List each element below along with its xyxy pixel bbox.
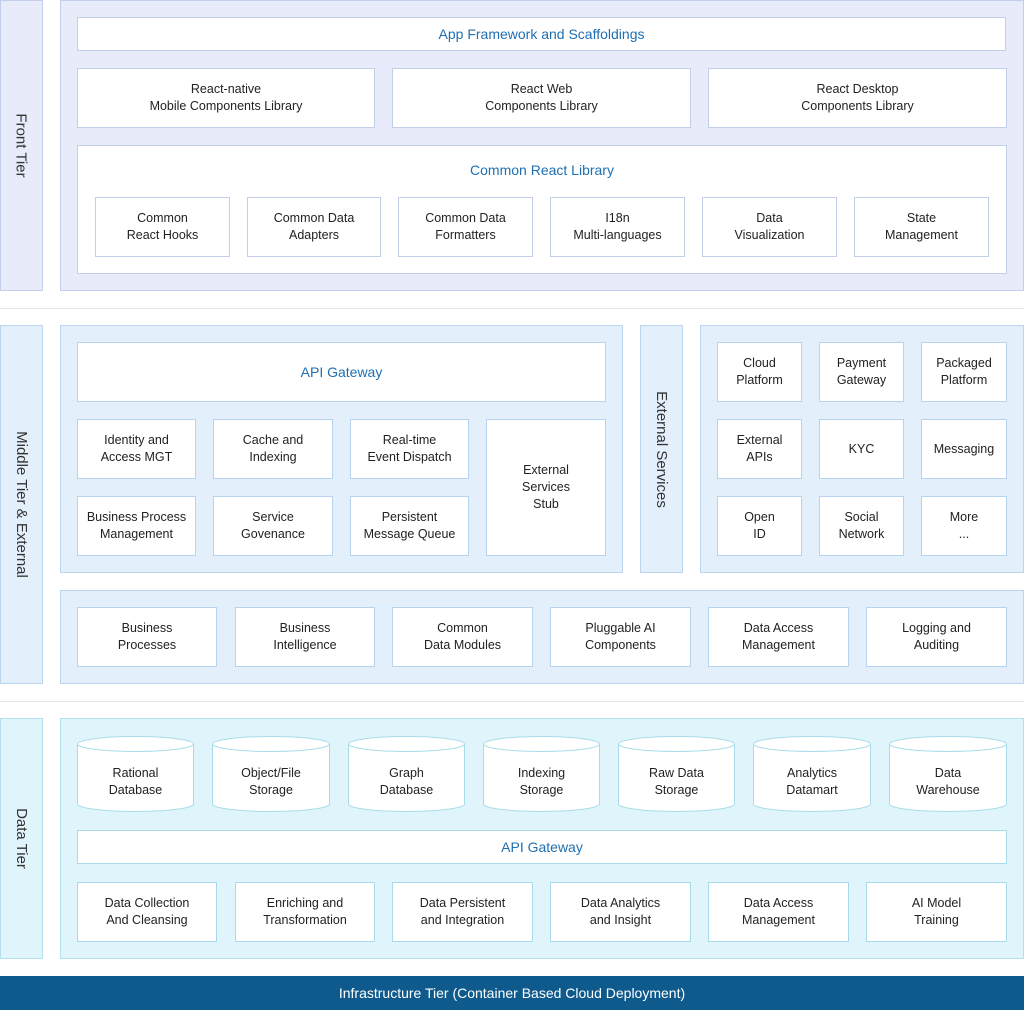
middle-modules-panel — [60, 590, 1024, 684]
external-services-label: External Services — [640, 325, 683, 573]
data-tier-label: Data Tier — [0, 718, 43, 959]
data-api-gateway-title: API Gateway — [501, 838, 583, 855]
middle-api-gateway-title: API Gateway — [300, 363, 383, 380]
external-services-label-text: External Services — [653, 390, 670, 508]
data-tier-label-text: Data Tier — [13, 808, 31, 869]
tier-divider — [0, 701, 1024, 702]
middle-tier-label: Middle Tier & External — [0, 325, 43, 684]
tier-divider — [0, 308, 1024, 309]
infrastructure-tier-label: Infrastructure Tier (Container Based Clo… — [338, 985, 686, 1001]
middle-tier-label-text: Middle Tier & External — [13, 431, 31, 578]
messaging: Messaging — [921, 419, 1007, 479]
app-framework-box: App Framework and Scaffoldings — [77, 17, 1006, 51]
kyc: KYC — [819, 419, 904, 479]
infrastructure-tier-bar: Infrastructure Tier (Container Based Clo… — [0, 976, 1024, 1010]
app-framework-title: App Framework and Scaffoldings — [438, 25, 645, 42]
common-react-library-title: Common React Library — [470, 162, 614, 178]
more-external: More... — [921, 496, 1007, 556]
front-tier-label: Front Tier — [0, 0, 43, 291]
front-tier-label-text: Front Tier — [13, 113, 30, 178]
middle-api-gateway: API Gateway — [77, 342, 606, 402]
data-api-gateway: API Gateway — [77, 830, 1007, 864]
common-react-library-panel: Common React Library — [77, 145, 1007, 274]
